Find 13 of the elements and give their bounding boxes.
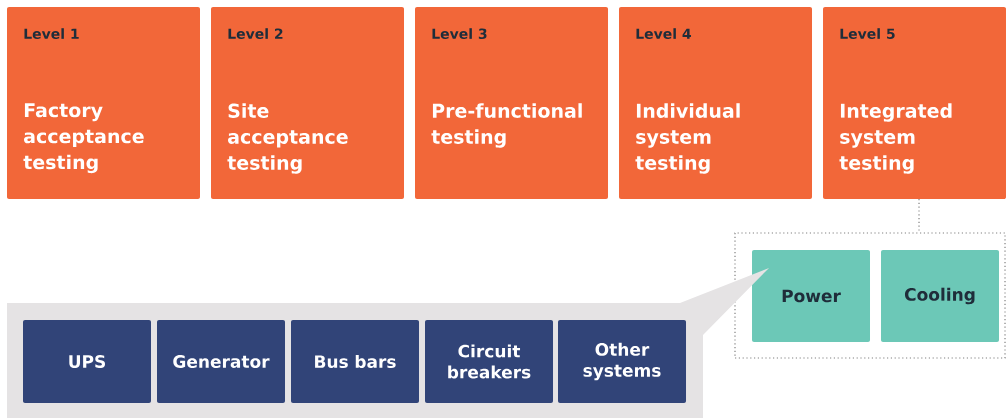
level-box: Level 1 Factory acceptance testing [7,7,200,199]
part-box: UPS [23,320,151,403]
part-box: Other systems [558,320,686,403]
part-box: Generator [157,320,285,403]
system-box: Cooling [881,250,999,342]
level-box: Level 2 Site acceptance testing [211,7,404,199]
level-box: Level 5 Integrated system testing [823,7,1006,199]
part-box: Circuit breakers [425,320,553,403]
dotted-frame [734,232,1006,359]
system-box: Power [752,250,870,342]
level-box: Level 3 Pre-functional testing [415,7,608,199]
level-box: Level 4 Individual system testing [619,7,812,199]
part-box: Bus bars [291,320,419,403]
